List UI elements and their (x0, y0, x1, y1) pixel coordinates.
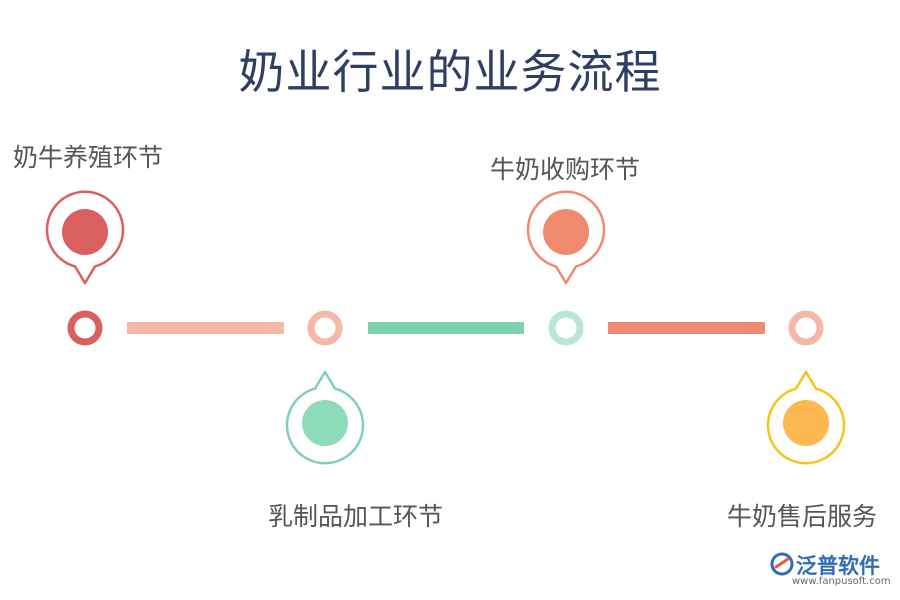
brand-logo: 泛普软件 www.fanpusoft.com (770, 550, 895, 595)
step-label-4: 牛奶售后服务 (727, 502, 878, 531)
connector-1 (127, 322, 284, 334)
map-pin-dot-4 (783, 400, 829, 446)
step-label-1: 奶牛养殖环节 (13, 143, 164, 172)
connector-3 (608, 322, 765, 334)
step-label-3: 牛奶收购环节 (490, 155, 641, 184)
map-pin-dot-2 (302, 400, 348, 446)
connector-2 (368, 322, 524, 334)
map-pin-dot-3 (543, 209, 589, 255)
page-title: 奶业行业的业务流程 (238, 45, 662, 99)
timeline-node-1 (67, 310, 103, 346)
logo-url: www.fanpusoft.com (792, 576, 891, 587)
timeline-node-4 (788, 310, 824, 346)
step-label-2: 乳制品加工环节 (268, 502, 444, 531)
timeline-node-3 (548, 310, 584, 346)
timeline-node-2 (307, 310, 343, 346)
map-pin-dot-1 (62, 209, 108, 255)
fanpu-logo-icon (770, 552, 794, 576)
logo-name: 泛普软件 (796, 554, 880, 578)
